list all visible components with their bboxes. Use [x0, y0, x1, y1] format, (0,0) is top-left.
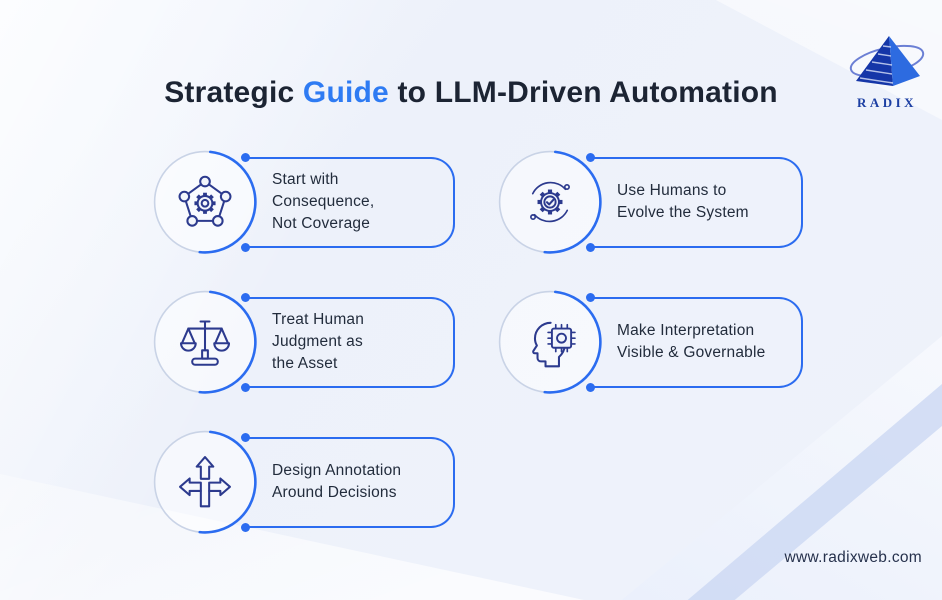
strategy-card: Start with Consequence, Not Coverage — [153, 150, 455, 254]
radix-logo-brand: RADIX — [856, 95, 918, 110]
icon-circle — [498, 290, 602, 394]
icon-circle — [153, 290, 257, 394]
radix-logo: RADIX — [847, 33, 927, 111]
title-suffix: to LLM-Driven Automation — [388, 76, 778, 110]
balance-scale-icon — [173, 310, 237, 374]
card-label: Design Annotation Around Decisions — [272, 462, 402, 501]
strategy-card: Design Annotation Around Decisions — [153, 430, 455, 534]
card-label: Use Humans to Evolve the System — [617, 182, 749, 221]
strategy-card: Treat Human Judgment as the Asset — [153, 290, 455, 394]
right-column: Use Humans to Evolve the System — [498, 150, 803, 394]
pentagon-gear-icon — [173, 170, 237, 234]
radix-pyramid-icon — [847, 36, 927, 93]
title-highlight: Guide — [302, 76, 389, 110]
title-prefix: Strategic — [164, 76, 303, 110]
card-pill: Start with Consequence, Not Coverage — [241, 152, 455, 252]
strategy-card: Use Humans to Evolve the System — [498, 150, 803, 254]
card-label: Make Interpretation Visible & Governable — [617, 322, 766, 361]
website-link[interactable]: www.radixweb.com — [784, 549, 922, 566]
card-label: Start with Consequence, Not Coverage — [272, 171, 375, 232]
icon-circle — [498, 150, 602, 254]
icon-circle — [153, 430, 257, 534]
card-pill: Treat Human Judgment as the Asset — [241, 292, 455, 392]
branching-arrows-icon — [173, 450, 237, 514]
card-pill: Make Interpretation Visible & Governable — [586, 292, 803, 392]
left-column: Start with Consequence, Not Coverage — [153, 150, 455, 534]
icon-circle — [153, 150, 257, 254]
card-label: Treat Human Judgment as the Asset — [272, 311, 365, 372]
card-pill: Design Annotation Around Decisions — [241, 432, 455, 532]
page-title: Strategic Guide to LLM-Driven Automation — [0, 76, 942, 110]
head-chip-icon — [518, 310, 582, 374]
strategy-card: Make Interpretation Visible & Governable — [498, 290, 803, 394]
card-pill: Use Humans to Evolve the System — [586, 152, 803, 252]
gear-cycle-check-icon — [518, 170, 582, 234]
